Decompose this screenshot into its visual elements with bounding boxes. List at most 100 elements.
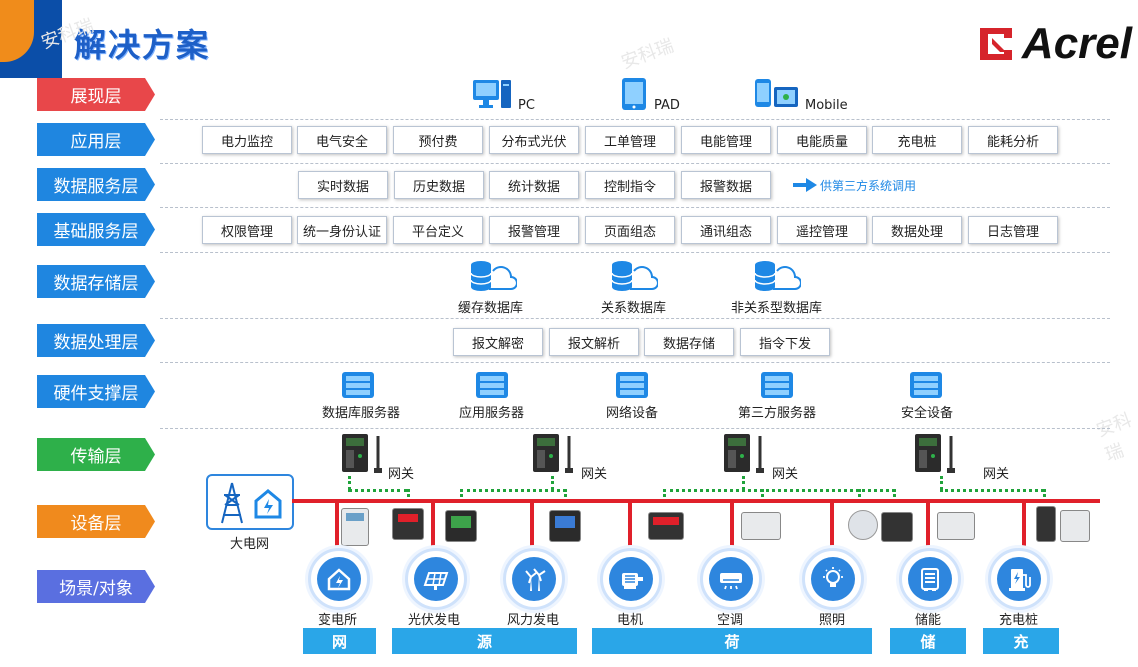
server-icon (340, 370, 376, 404)
power-meter-device (549, 510, 581, 542)
arc-detector-device (392, 508, 424, 540)
bs-permission: 权限管理 (202, 216, 292, 244)
acrel-logo: Acrel (978, 22, 1132, 66)
wind-turbine-icon (525, 568, 546, 591)
layer-label-data-service: 数据服务层 (37, 168, 155, 201)
lighting-circle (802, 548, 864, 610)
grid-label: 大电网 (230, 537, 270, 552)
solar-panel-icon (423, 572, 449, 590)
app-electrical-safety: 电气安全 (297, 126, 387, 154)
category-storage: 储 (890, 628, 966, 654)
row-divider (160, 318, 1110, 319)
gateway-label: 网关 (772, 467, 799, 482)
ac-circle (700, 548, 762, 610)
storage-circle (899, 548, 961, 610)
scene-solar-label: 光伏发电 (408, 613, 461, 628)
bs-page-config: 页面组态 (585, 216, 675, 244)
charger-circle (988, 548, 1050, 610)
bs-comm-config: 通讯组态 (681, 216, 771, 244)
light-bulb-icon (823, 567, 843, 587)
database-cloud-icon (753, 259, 802, 297)
app-charging-pile: 充电桩 (872, 126, 962, 154)
acrel-logo-icon (979, 28, 1012, 60)
proc-decrypt: 报文解密 (453, 328, 543, 356)
ds-statistics: 统计数据 (489, 171, 579, 199)
bs-remote-control: 遥控管理 (777, 216, 867, 244)
gateway-icon (340, 430, 386, 480)
comm-link (858, 489, 861, 503)
layer-label-basic-service: 基础服务层 (37, 213, 155, 246)
solar-circle (405, 548, 467, 610)
gateway-label: 网关 (983, 467, 1010, 482)
ds-history: 历史数据 (394, 171, 484, 199)
row-divider (160, 428, 1110, 429)
charger-module-device (1036, 506, 1056, 542)
bs-unified-auth: 统一身份认证 (297, 216, 387, 244)
category-grid: 网 (303, 628, 376, 654)
row-divider (160, 252, 1110, 253)
row-divider (160, 207, 1110, 208)
ds-realtime: 实时数据 (298, 171, 388, 199)
category-source: 源 (392, 628, 577, 654)
hw-security-label: 安全设备 (901, 406, 954, 421)
row-divider (160, 362, 1110, 363)
layer-label-hardware: 硬件支撑层 (37, 375, 155, 408)
comm-link (1043, 489, 1046, 503)
app-energy-management: 电能管理 (681, 126, 771, 154)
substation-icon (327, 568, 351, 591)
ds-alarm: 报警数据 (681, 171, 771, 199)
energy-storage-icon (921, 568, 939, 591)
gateway-icon (531, 430, 577, 480)
database-cloud-icon (610, 259, 659, 297)
bs-platform-definition: 平台定义 (393, 216, 483, 244)
database-cloud-icon (469, 259, 518, 297)
comm-link (761, 489, 764, 503)
watermark: 安科瑞 (618, 35, 677, 74)
din-rail-meter-device (937, 512, 975, 540)
brand-name: Acrel (1021, 19, 1132, 68)
bus-drop (530, 501, 534, 549)
storage-nonrelational-label: 非关系型数据库 (731, 301, 823, 316)
bus-drop (926, 501, 930, 549)
wind-circle (503, 548, 565, 610)
sensor-device (848, 510, 878, 540)
pc-label: PC (518, 98, 535, 113)
controller-device (881, 512, 913, 542)
category-charging: 充 (983, 628, 1059, 654)
motor-circle (600, 548, 662, 610)
comm-link (564, 489, 567, 503)
comm-link (742, 476, 745, 490)
layer-label-presentation: 展现层 (37, 78, 155, 111)
tablet-icon (621, 77, 647, 115)
server-icon (614, 370, 650, 404)
bus-drop (628, 501, 632, 549)
proc-store: 数据存储 (644, 328, 734, 356)
power-bus (292, 499, 1100, 503)
hw-network-label: 网络设备 (606, 406, 659, 421)
layer-label-processing: 数据处理层 (37, 324, 155, 357)
bs-alarm-management: 报警管理 (489, 216, 579, 244)
comm-link (663, 489, 666, 503)
scene-storage-label: 储能 (915, 613, 942, 628)
bus-drop (830, 501, 834, 549)
mobile-icon (754, 77, 800, 115)
app-work-order: 工单管理 (585, 126, 675, 154)
power-meter-device (445, 510, 477, 542)
gateway-icon (913, 430, 959, 480)
comm-link (663, 489, 895, 492)
mobile-label: Mobile (805, 98, 848, 113)
storage-cache-label: 缓存数据库 (458, 301, 524, 316)
layer-label-storage: 数据存储层 (37, 265, 155, 298)
comm-link (348, 476, 351, 490)
app-distributed-pv: 分布式光伏 (489, 126, 579, 154)
multifunction-meter-device (648, 512, 684, 540)
ev-charger-icon (1009, 569, 1031, 591)
ds-control-command: 控制指令 (585, 171, 675, 199)
scene-motor-label: 电机 (617, 613, 644, 628)
app-energy-analysis: 能耗分析 (968, 126, 1058, 154)
scene-charger-label: 充电桩 (999, 613, 1039, 628)
bus-drop (431, 501, 435, 549)
bs-log-management: 日志管理 (968, 216, 1058, 244)
hw-third-party-label: 第三方服务器 (738, 406, 817, 421)
app-power-quality: 电能质量 (777, 126, 867, 154)
